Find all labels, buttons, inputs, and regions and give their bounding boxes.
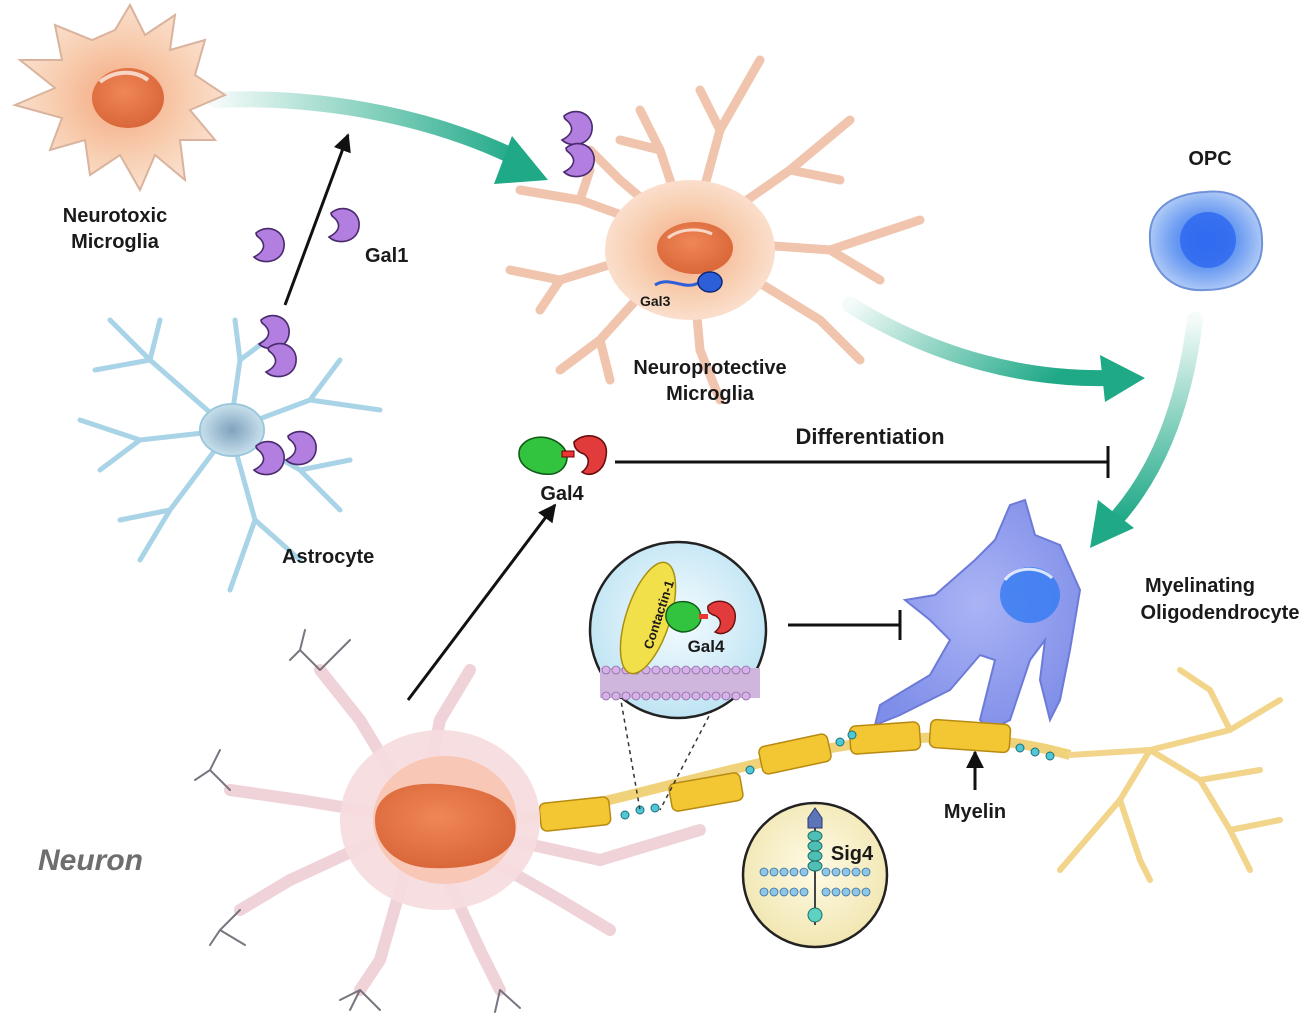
sig4-receptor bbox=[807, 807, 823, 925]
astrocyte-body bbox=[199, 403, 265, 457]
label-differentiation: Differentiation bbox=[795, 424, 944, 449]
label-neuroprotective-line2: Microglia bbox=[666, 383, 755, 405]
inset-sig4: Sig4 bbox=[741, 801, 889, 949]
opc-cell bbox=[1148, 190, 1264, 292]
label-neuron: Neuron bbox=[38, 844, 143, 877]
nucleus bbox=[92, 68, 164, 128]
membrane-bilayer bbox=[759, 867, 871, 897]
neurotoxic-microglia bbox=[11, 2, 228, 193]
inhibition-contactin-gal4 bbox=[788, 610, 902, 640]
arrow-astrocyte-to-microglia bbox=[283, 133, 351, 306]
label-neurotoxic-line1: Neurotoxic bbox=[63, 205, 167, 227]
label-myelinating-line1: Myelinating bbox=[1145, 575, 1255, 597]
label-opc: OPC bbox=[1188, 148, 1231, 170]
gal1-molecule bbox=[253, 227, 285, 263]
axon bbox=[519, 718, 1072, 832]
label-astrocyte: Astrocyte bbox=[282, 546, 374, 568]
gal1-molecule bbox=[328, 207, 360, 243]
transition-arrow-opc-to-oligodendrocyte bbox=[1090, 312, 1203, 548]
transition-arrow-protective-to-opc bbox=[842, 297, 1145, 402]
gal1-on-astrocyte bbox=[265, 342, 297, 378]
myelinating-oligodendrocyte bbox=[873, 498, 1082, 732]
nucleus bbox=[375, 783, 516, 869]
gal1-on-microglia bbox=[563, 142, 595, 178]
membrane-bilayer bbox=[600, 665, 760, 701]
label-neuroprotective-line1: Neuroprotective bbox=[633, 357, 786, 379]
nucleus bbox=[657, 222, 733, 274]
label-gal4-inset: Gal4 bbox=[688, 637, 725, 656]
axon-terminals bbox=[1057, 667, 1283, 883]
arrow-neuron-to-gal4 bbox=[406, 503, 557, 701]
gal3-molecule bbox=[654, 271, 723, 293]
gal1-on-microglia bbox=[561, 110, 593, 146]
neuroprotective-microglia: Gal3 bbox=[505, 55, 925, 405]
node-particles bbox=[620, 730, 1055, 820]
label-myelin: Myelin bbox=[944, 801, 1006, 823]
gal4-bound bbox=[665, 600, 736, 635]
transition-arrow-toxic-to-protective bbox=[207, 91, 548, 184]
neuron bbox=[194, 629, 706, 1013]
inhibition-differentiation bbox=[615, 446, 1110, 478]
myelin-sheath bbox=[538, 718, 1012, 832]
gal1-on-astrocyte bbox=[253, 440, 285, 476]
label-gal3: Gal3 bbox=[640, 293, 671, 309]
astrocyte bbox=[77, 317, 383, 593]
label-myelinating-line2: Oligodendrocyte bbox=[1141, 602, 1300, 624]
inset-contactin-gal4: Contactin-1 Gal4 bbox=[588, 540, 768, 811]
gal1-on-astrocyte bbox=[285, 430, 317, 466]
label-gal4: Gal4 bbox=[540, 483, 584, 505]
label-neurotoxic-line2: Microglia bbox=[71, 231, 160, 253]
label-gal1: Gal1 bbox=[365, 245, 408, 267]
label-sig4: Sig4 bbox=[831, 843, 874, 865]
gal4-molecule bbox=[518, 435, 608, 476]
